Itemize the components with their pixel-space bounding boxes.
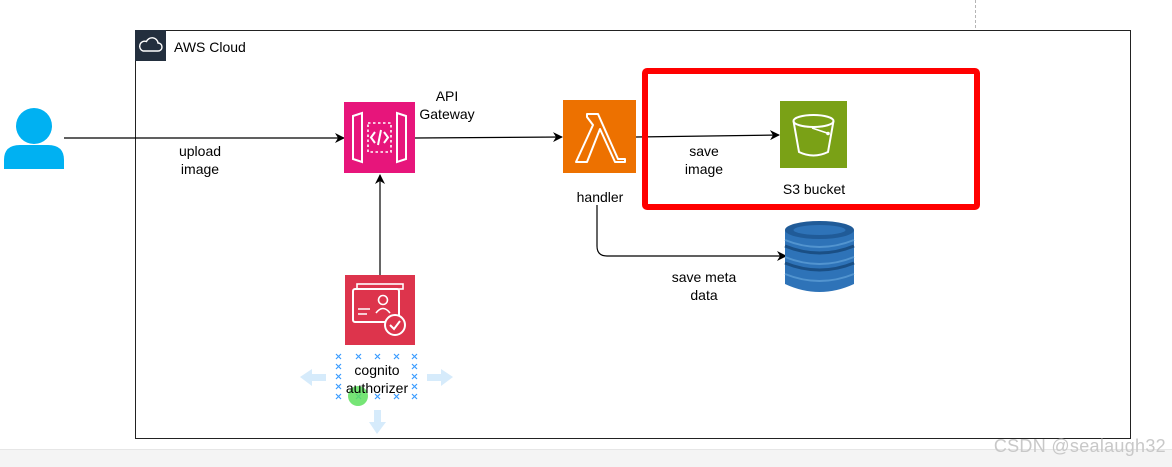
page-break-guide	[975, 0, 976, 28]
lambda-node[interactable]	[563, 100, 636, 173]
dynamodb-node[interactable]	[783, 220, 856, 294]
cognito-icon	[345, 275, 415, 345]
bottom-scroll-strip	[0, 449, 1172, 467]
s3-highlight-box	[642, 68, 980, 210]
dynamodb-icon	[784, 221, 855, 292]
cognito-label: cognito authorizer	[345, 362, 409, 396]
aws-cloud-label: AWS Cloud	[174, 39, 246, 55]
edge-label-upload-image: upload image	[178, 143, 222, 177]
handle-arrow-down	[369, 410, 386, 434]
handle-arrow-left	[300, 369, 326, 386]
edge-lambda-to-s3	[635, 130, 780, 141]
edge-gateway-to-lambda	[414, 132, 563, 143]
edge-label-save-meta-data: save meta data	[671, 269, 737, 303]
handle-arrow-right	[427, 369, 453, 386]
connection-point	[348, 386, 368, 406]
watermark: CSDN @sealaugh32	[993, 436, 1166, 456]
edge-label-save-image: save image	[684, 143, 724, 177]
edge-lambda-to-dynamodb	[596, 205, 787, 261]
aws-cloud-badge	[135, 30, 166, 61]
s3-node[interactable]	[780, 101, 847, 168]
lambda-label: handler	[576, 189, 624, 205]
s3-bucket-icon	[780, 101, 847, 168]
api-gateway-label: API Gateway	[419, 88, 475, 122]
api-gateway-icon	[344, 102, 415, 173]
api-gateway-node[interactable]	[344, 102, 415, 173]
cognito-node[interactable]	[345, 275, 415, 345]
s3-label: S3 bucket	[782, 181, 846, 197]
lambda-icon	[563, 100, 636, 173]
cloud-icon	[139, 37, 163, 52]
aws-cloud-group[interactable]	[135, 30, 1131, 439]
